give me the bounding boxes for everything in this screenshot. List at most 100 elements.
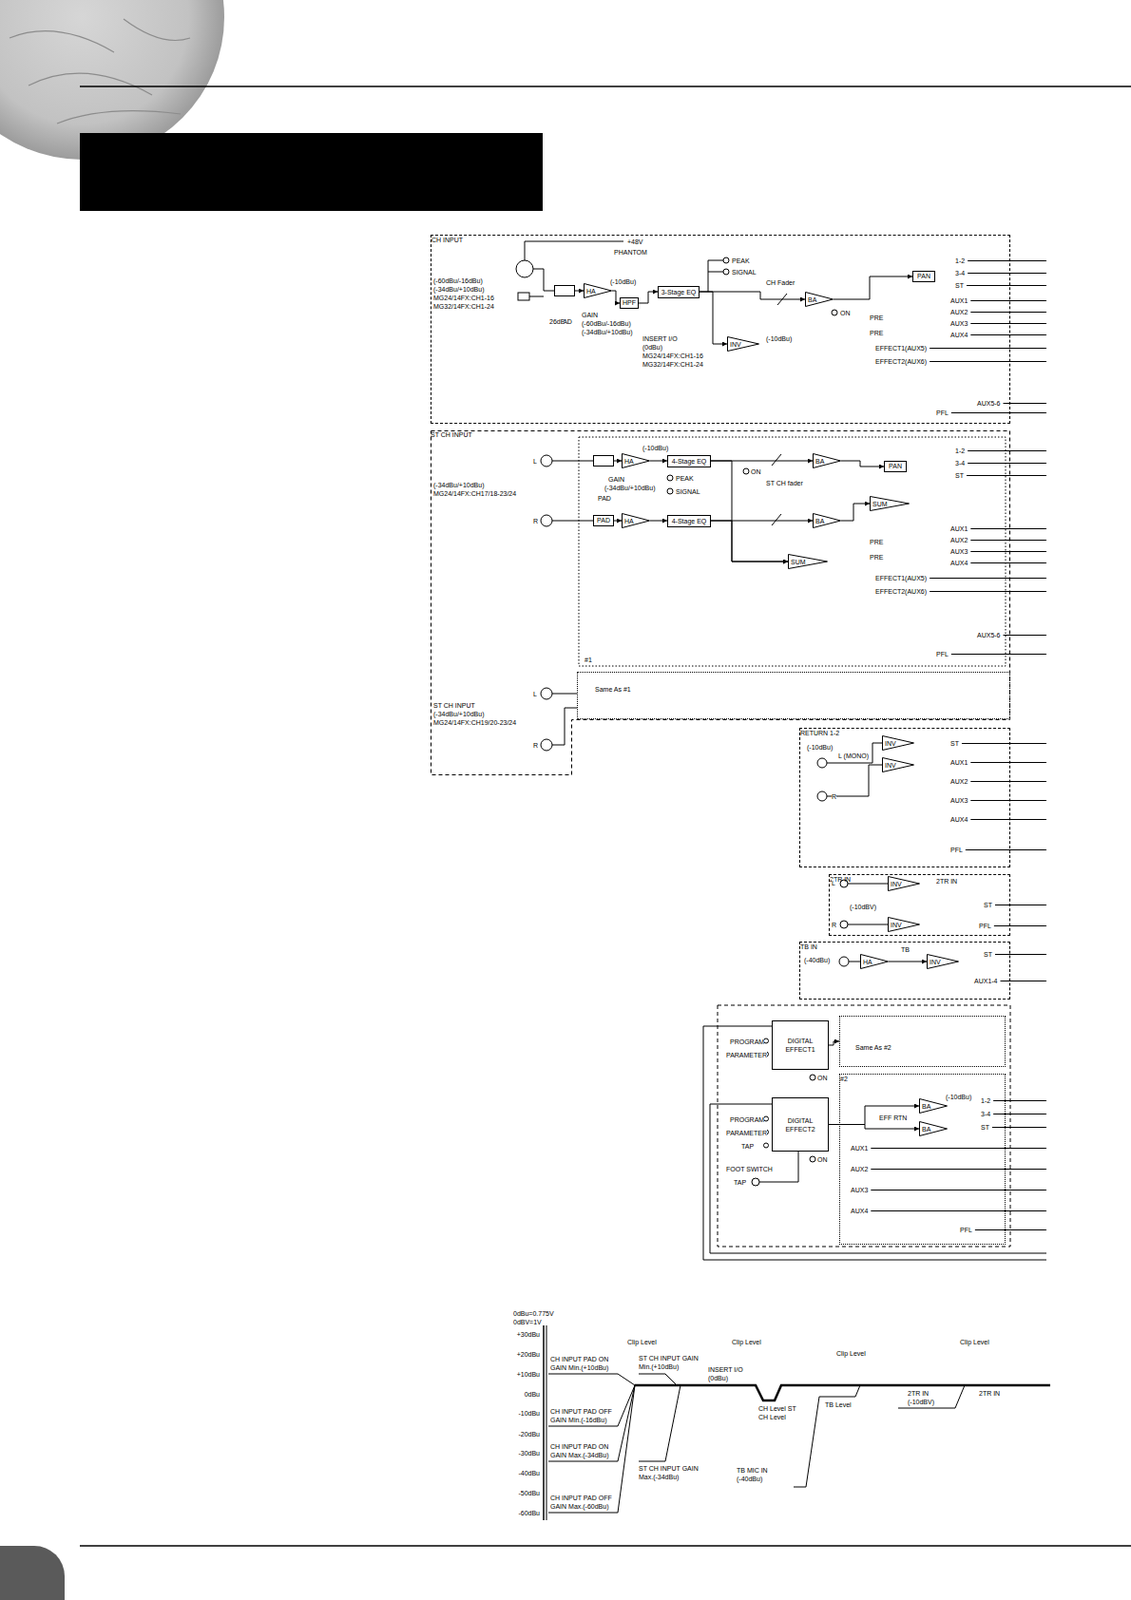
signal-label: AUX2 — [950, 777, 968, 786]
signal-connector — [833, 276, 913, 300]
bus-line — [970, 819, 1047, 821]
signal-label: -60dBu — [507, 1509, 540, 1518]
bus-line — [970, 323, 1047, 325]
signal-label: PEAK — [731, 256, 750, 266]
level-axis — [546, 1325, 548, 1521]
node-text: INV — [929, 958, 941, 967]
node-text: PAD — [597, 494, 612, 504]
fader-symbol — [771, 454, 782, 466]
signal-label: AUX5-6 — [977, 631, 1001, 640]
signal-label: FOOT SWITCH — [726, 1165, 773, 1174]
led — [809, 1074, 816, 1081]
signal-label: R — [533, 741, 538, 750]
amplifier-outline — [861, 955, 889, 970]
amplifier-triangle: BA — [919, 1121, 948, 1137]
phone-jack — [540, 455, 553, 467]
amplifier-triangle: BA — [919, 1098, 948, 1114]
signal-label: R — [831, 792, 837, 802]
signal-label: CH Level ST CH Level — [758, 1404, 805, 1422]
signal-label: GAIN — [581, 310, 598, 320]
phone-jack — [817, 791, 827, 802]
amplifier-outline — [920, 1099, 948, 1114]
effect-box: DIGITAL EFFECT2 — [771, 1097, 829, 1152]
level-line — [898, 1385, 965, 1409]
led — [809, 1156, 816, 1163]
corner-tab — [0, 1546, 65, 1600]
disc-texture — [9, 31, 115, 53]
node-text: BA — [815, 457, 825, 466]
bus-line — [970, 311, 1047, 313]
block-box: PAN — [883, 460, 907, 473]
node-text: HPF — [620, 298, 638, 308]
amplifier-outline — [813, 514, 842, 529]
signal-connector — [710, 520, 788, 562]
bus-line — [970, 800, 1047, 802]
wire-line — [524, 241, 624, 261]
signal-label: PRE — [869, 328, 883, 338]
wire-line — [529, 296, 544, 298]
signal-label: L — [831, 879, 836, 888]
signal-label: Clip Level — [627, 1338, 657, 1347]
dotted-frame — [578, 437, 1006, 667]
signal-label: CH Fader — [766, 278, 795, 288]
bus-line — [992, 1127, 1047, 1129]
mic-symbol — [839, 957, 849, 967]
signal-label: PHANTOM — [613, 248, 648, 257]
signal-label: INSERT I/O — [642, 334, 678, 344]
signal-label: ST — [955, 471, 964, 480]
signal-connector — [612, 290, 620, 304]
node-text: Same As #1 — [594, 685, 632, 694]
signal-label: #1 — [584, 655, 593, 665]
bus-line — [970, 528, 1047, 530]
wire-line — [552, 708, 577, 746]
signal-label: AUX2 — [850, 1165, 868, 1174]
amplifier-triangle: HA — [583, 283, 613, 299]
signal-label: (-34dBu/+10dBu) — [581, 327, 633, 337]
signal-label: ON — [817, 1155, 828, 1165]
signal-label: EFFECT1(AUX5) — [875, 344, 927, 353]
signal-label: EFF RTN — [879, 1113, 907, 1123]
signal-label: SIGNAL — [731, 268, 757, 277]
dashed-frame — [717, 1005, 1011, 1247]
tap-key — [764, 1143, 769, 1149]
wire-line — [552, 460, 594, 462]
signal-label: AUX4 — [950, 558, 968, 568]
title-bar — [79, 133, 543, 211]
signal-label: PFL — [950, 845, 963, 855]
amplifier-triangle: HA — [860, 954, 889, 970]
signal-label: ON — [750, 467, 762, 477]
signal-label: 1-2 — [980, 1096, 991, 1106]
node-text: HA — [586, 287, 596, 296]
bus-line — [995, 954, 1047, 956]
signal-connector — [650, 520, 668, 522]
wire-line — [848, 961, 861, 963]
section-outline — [431, 431, 1011, 776]
signal-label: EFFECT1(AUX5) — [875, 574, 927, 583]
node-text: HA — [624, 517, 634, 526]
signal-label: Clip Level — [836, 1349, 866, 1359]
amplifier-triangle: INV — [881, 735, 915, 751]
node-text: PAN — [913, 271, 935, 282]
rca-jack — [840, 920, 848, 929]
block-box: PAN — [912, 270, 936, 283]
amplifier-triangle: SUM — [869, 496, 910, 512]
amplifier-triangle: INV — [887, 876, 921, 892]
node-text: BA — [921, 1125, 931, 1134]
signal-connector — [888, 961, 927, 963]
block-box: PAD — [593, 515, 614, 527]
signal-label: R — [533, 517, 538, 526]
node-text: INV — [890, 920, 902, 930]
signal-label: -10dBu — [507, 1409, 540, 1419]
wire-line — [552, 693, 577, 695]
node-text: SUM — [790, 557, 806, 567]
signal-label: MG24/14FX:CH17/18-23/24 — [433, 489, 517, 499]
signal-label: (-60dBu/-16dBu) — [581, 319, 632, 328]
xlr-jack — [516, 260, 534, 278]
signal-label: 1-2 — [955, 256, 965, 266]
signal-label: AUX4 — [850, 1207, 868, 1216]
signal-label: ON — [840, 308, 851, 318]
level-line — [793, 1385, 861, 1488]
wire-line — [708, 271, 724, 273]
signal-label: MG24/14FX:CH1-16 — [642, 351, 704, 361]
signal-label: TAP — [733, 1178, 747, 1188]
